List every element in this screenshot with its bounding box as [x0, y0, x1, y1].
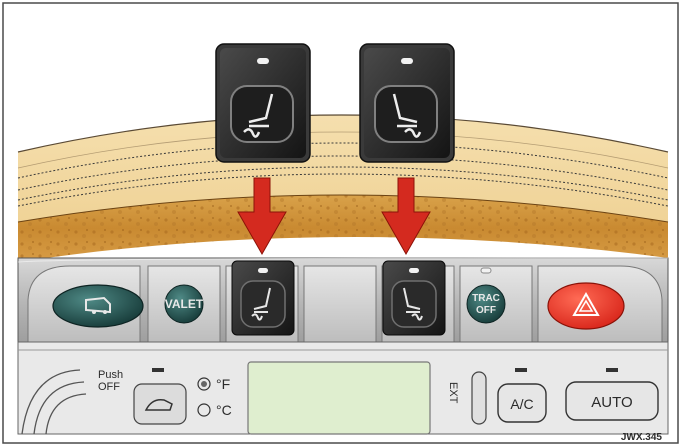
temp-unit-c-label: °C	[216, 402, 232, 418]
trac-label: TRAC	[472, 293, 500, 304]
push-off-label: OFF	[98, 381, 120, 393]
seat-heater-passenger-button[interactable]	[383, 261, 445, 335]
callout-passenger-seat-heater	[360, 44, 454, 162]
temp-unit-f-label: °F	[216, 376, 230, 392]
key-button[interactable]	[53, 285, 143, 327]
callout-driver-seat-heater	[216, 44, 310, 162]
seat-heater-driver-button[interactable]	[232, 261, 294, 335]
valet-label: VALET	[165, 297, 204, 311]
ac-button[interactable]: A/C	[498, 384, 546, 422]
push-label: Push	[98, 369, 123, 381]
valet-button[interactable]: VALET	[165, 285, 204, 323]
hazard-button[interactable]	[548, 283, 624, 329]
figure-code: JWX.345	[621, 432, 663, 443]
climate-display	[248, 362, 430, 434]
auto-button[interactable]: AUTO	[566, 382, 658, 420]
recirculation-button[interactable]	[134, 384, 186, 424]
ext-label: EXT	[447, 382, 459, 404]
ac-label: A/C	[510, 396, 533, 412]
auto-label: AUTO	[591, 394, 632, 411]
ext-button[interactable]	[472, 372, 486, 424]
trac-off-label: OFF	[476, 305, 496, 316]
